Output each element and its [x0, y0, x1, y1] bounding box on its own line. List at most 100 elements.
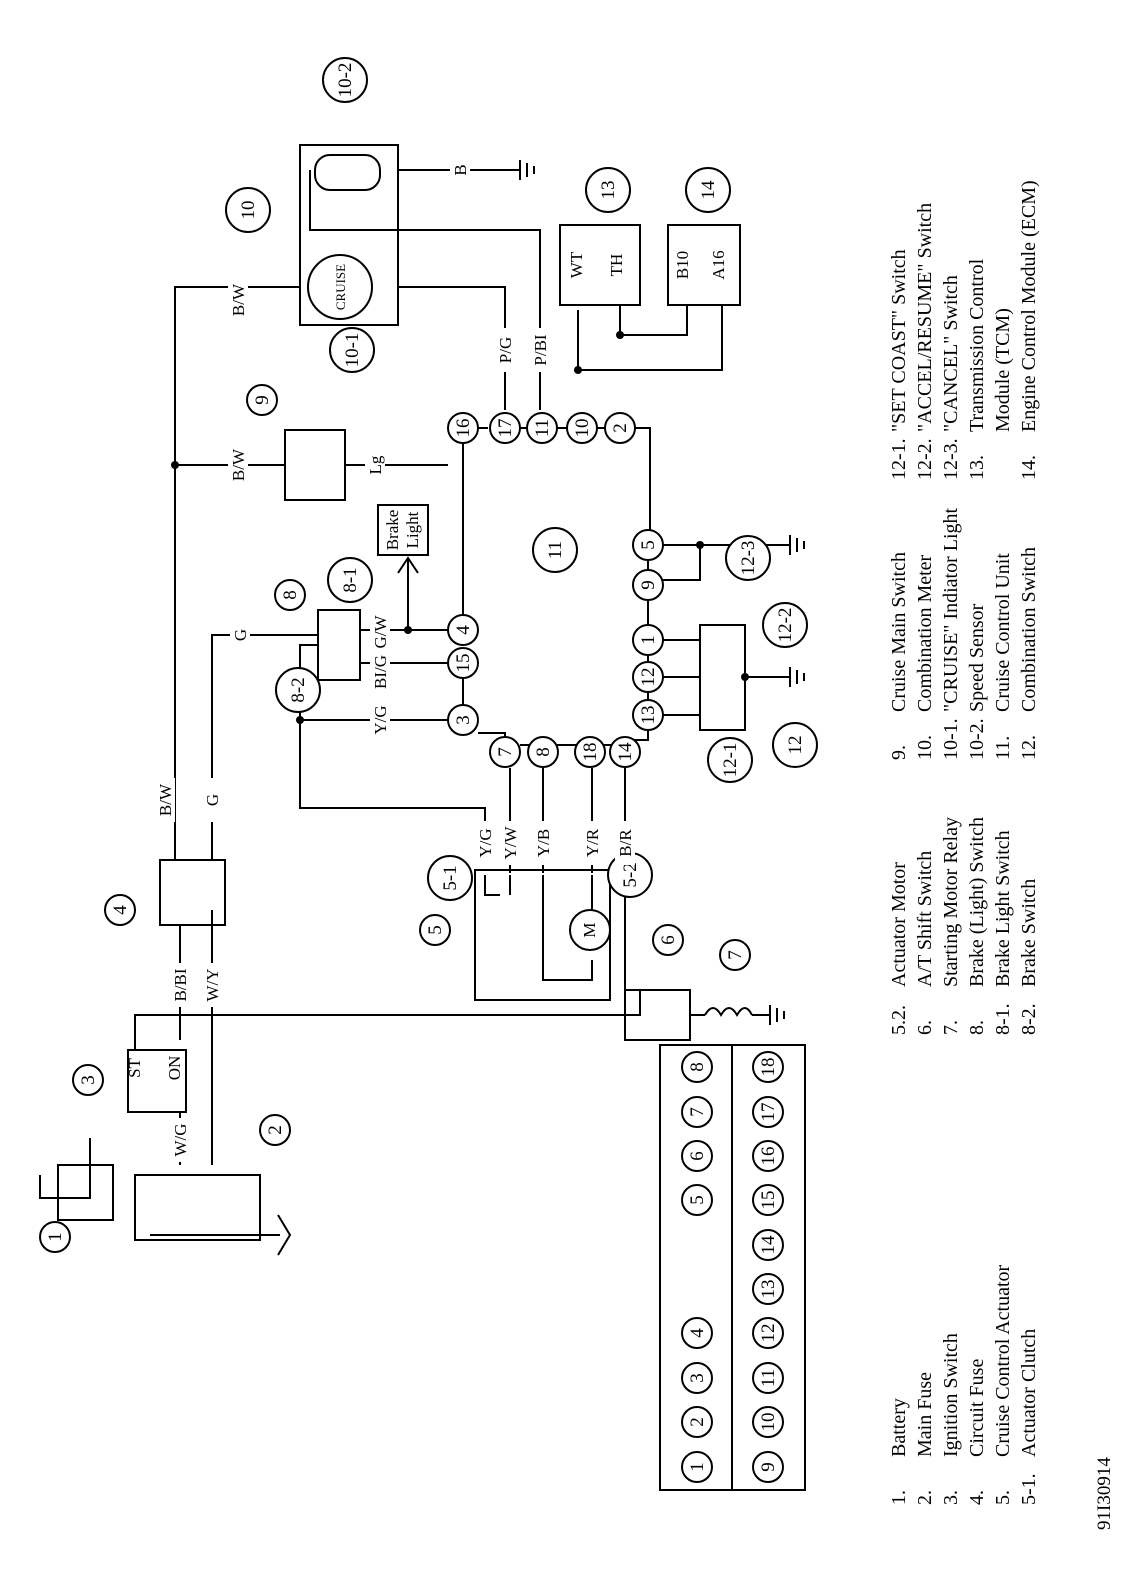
connector-pin — [752, 1051, 784, 1083]
label-bg — [228, 278, 248, 322]
connector-pin — [681, 1317, 713, 1349]
unit-pin-number: 5 — [638, 540, 659, 550]
connector-pin — [681, 1096, 713, 1128]
legend-text: Engine Control Module (ECM) — [1018, 180, 1040, 432]
legend-number: 10-1. — [940, 718, 962, 760]
unit-pin-number: 9 — [638, 580, 659, 590]
component-number: 4 — [110, 905, 131, 915]
unit-pin-number: 17 — [495, 419, 516, 438]
junction-dot — [404, 626, 412, 634]
connector-pin — [752, 1140, 784, 1172]
legend-text: Combination Switch — [1018, 547, 1040, 712]
ignition-switch — [127, 1049, 187, 1113]
wire-color-label: Y/B — [534, 829, 553, 857]
component-bubble — [707, 737, 753, 783]
legend-text: Circuit Fuse — [966, 1359, 988, 1457]
unit-pin — [604, 412, 636, 444]
legend-text: Battery — [888, 1398, 910, 1457]
connector-pin-number: 2 — [687, 1417, 708, 1427]
connector-pin — [752, 1096, 784, 1128]
legend-number: 6. — [914, 1020, 936, 1035]
wire-battery-lead — [39, 1138, 91, 1199]
meter-internal-sensor — [309, 170, 398, 231]
component-number: 5 — [425, 925, 446, 935]
legend-number: 11. — [992, 736, 1014, 760]
component-number: 10 — [238, 201, 259, 220]
unit-pin — [489, 736, 521, 768]
legend-number: 5-1. — [1018, 1473, 1040, 1505]
label-bg — [370, 610, 390, 654]
legend-number: 8-2. — [1018, 1003, 1040, 1035]
component-bubble — [419, 914, 451, 946]
legend-text: Actuator Motor — [888, 862, 910, 987]
component-bubble — [685, 167, 731, 213]
legend-text: Speed Sensor — [966, 603, 988, 712]
connector-pin-number: 18 — [758, 1058, 779, 1077]
component-bubble — [225, 187, 271, 233]
component-number: 14 — [698, 180, 719, 200]
unit-pin-number: 18 — [580, 743, 601, 762]
connector-pin — [681, 1362, 713, 1394]
unit-pin-number: 8 — [533, 747, 554, 757]
unit-pin-number: 16 — [453, 419, 474, 438]
component-number: 11 — [545, 541, 566, 559]
component-bubble — [259, 1114, 291, 1146]
component-bubble — [322, 57, 368, 103]
legend-text: Ignition Switch — [940, 1333, 962, 1457]
at-shift-switch — [624, 989, 691, 1041]
connector-pin-number: 13 — [758, 1280, 779, 1299]
wire-pg — [398, 286, 506, 410]
unit-pin — [526, 412, 558, 444]
junction-dot — [696, 541, 704, 549]
legend-text: Actuator Clutch — [1018, 1329, 1040, 1457]
unit-pin-number: 13 — [638, 706, 659, 725]
component-bubble — [532, 527, 578, 573]
wire-5-9 — [662, 544, 701, 581]
component-bubble — [275, 667, 321, 713]
st-terminal-label: ST — [125, 1057, 144, 1077]
unit-pin — [609, 736, 641, 768]
brake-light-box — [377, 504, 429, 556]
junction-dot — [574, 366, 582, 374]
label-bg — [155, 778, 175, 822]
wire-ecm-a16 — [578, 305, 723, 371]
light-text: Light — [403, 511, 422, 548]
connector-pin-number: 10 — [758, 1413, 779, 1432]
component-bubble — [652, 924, 684, 956]
legend-text: Transmission Control — [966, 258, 988, 432]
connector-pin-number: 9 — [758, 1462, 779, 1472]
on-terminal-label: ON — [165, 1056, 184, 1081]
legend-number: 2. — [914, 1490, 936, 1505]
label-bg — [615, 821, 635, 865]
component-bubble — [274, 579, 306, 611]
junction-dot — [296, 716, 304, 724]
unit-pin-number: 10 — [572, 419, 593, 438]
connector-pin-number: 5 — [687, 1195, 708, 1205]
label-bg — [202, 963, 222, 1007]
starting-motor-relay-coil — [704, 1007, 753, 1018]
combination-meter — [299, 144, 399, 326]
legend-number: 1. — [888, 1490, 910, 1505]
label-bg — [500, 821, 520, 865]
component-bubble — [762, 602, 808, 648]
wire-bw-main — [174, 286, 300, 860]
label-bg — [475, 821, 495, 865]
component-bubble — [39, 1221, 71, 1253]
legend-number: 12-3. — [940, 438, 962, 480]
combination-switch — [699, 624, 746, 731]
legend-text: "SET COAST" Switch — [888, 249, 910, 432]
legend-number: 8-1. — [992, 1003, 1014, 1035]
arrow-out — [277, 1214, 292, 1256]
legend-number: 8. — [966, 1020, 988, 1035]
connector-pin — [752, 1273, 784, 1305]
wire-color-label: B/R — [616, 829, 635, 857]
legend-text: Cruise Control Unit — [992, 553, 1014, 712]
connector-pin — [752, 1317, 784, 1349]
ground-icon — [789, 667, 805, 687]
wire-color-label: Y/G — [371, 705, 390, 734]
component-number: 5-1 — [440, 865, 461, 890]
wire-color-label: Y/W — [501, 826, 520, 860]
wire-pbl — [398, 229, 541, 410]
connector-pin-number: 3 — [687, 1373, 708, 1383]
